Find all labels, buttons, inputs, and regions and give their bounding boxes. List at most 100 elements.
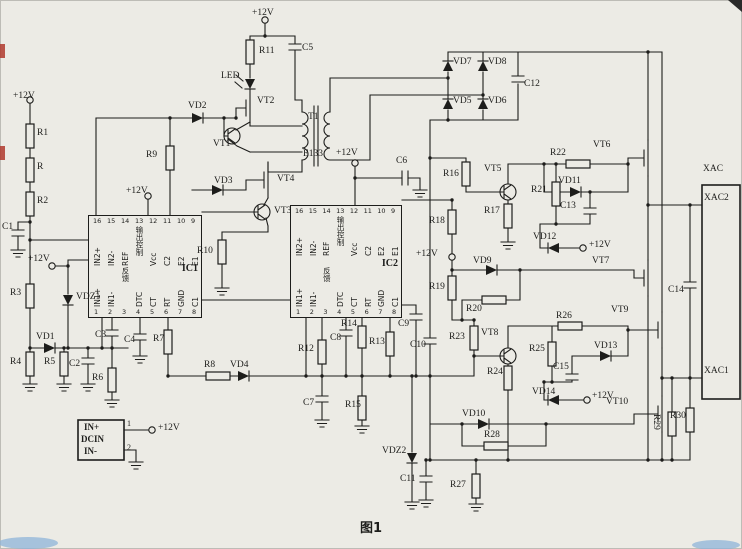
- R4-resistor: [25, 351, 35, 377]
- pin-label: IN2+: [295, 237, 304, 256]
- ground-symbol: [80, 383, 96, 392]
- label-r1: R1: [37, 128, 49, 138]
- pin-label: E1: [391, 246, 400, 256]
- R22-resistor: [565, 159, 591, 169]
- label-in-minus: IN-: [84, 446, 97, 456]
- label-c14: C14: [668, 285, 684, 295]
- VT3-transistor: [253, 203, 271, 221]
- pin-number: 14: [322, 207, 331, 215]
- pin-number: 7: [178, 308, 183, 316]
- ic-name-label: IC1: [181, 263, 198, 275]
- T1-transformer: [301, 105, 331, 167]
- label-led: LED: [221, 71, 240, 81]
- R11-resistor: [245, 39, 255, 65]
- pin-number: 7: [378, 308, 383, 316]
- label-vd5: VD5: [453, 96, 472, 106]
- ic-name-label: IC2: [381, 258, 398, 270]
- VD6-diode: [477, 98, 489, 110]
- pin-number: 2: [108, 308, 113, 316]
- C15-capacitor: [565, 373, 579, 381]
- R8-resistor: [205, 371, 231, 381]
- pin-number: 16: [93, 217, 102, 225]
- R28-resistor: [483, 441, 509, 451]
- label-v12-left: +12V: [13, 91, 35, 101]
- label-r25: R25: [529, 344, 545, 354]
- R15-resistor: [357, 395, 367, 421]
- R29-resistor: [667, 411, 677, 437]
- C3-capacitor: [105, 329, 119, 337]
- C4-capacitor: [133, 333, 147, 341]
- pin-label: Vcc: [349, 242, 359, 256]
- pin-label: IN1-: [308, 291, 318, 307]
- pin-number: 15: [107, 217, 116, 225]
- label-r28: R28: [484, 430, 500, 440]
- VD7-diode: [442, 60, 454, 72]
- pin-number: 4: [136, 308, 141, 316]
- ground-symbol: [56, 383, 72, 392]
- label-c6: C6: [396, 156, 408, 166]
- label-r26: R26: [556, 311, 572, 321]
- label-r23: R23: [449, 332, 465, 342]
- label-r15: R15: [345, 400, 361, 410]
- ground-symbol: [128, 461, 144, 470]
- pin-number: 8: [392, 308, 397, 316]
- R20-resistor: [481, 295, 507, 305]
- pin-number: 2: [309, 308, 314, 316]
- label-v12-vdz1: +12V: [28, 254, 50, 264]
- dcin-module-box: [77, 419, 125, 461]
- pin-number: 10: [377, 207, 386, 215]
- label-r20: R20: [466, 304, 482, 314]
- label-vt4: VT4: [277, 174, 295, 184]
- red-annotation-mark: [0, 44, 5, 58]
- label-c7: C7: [303, 398, 315, 408]
- pin-number: 1: [296, 308, 301, 316]
- R6-resistor: [107, 367, 117, 393]
- ground-symbol: [354, 425, 370, 434]
- watermark: [0, 537, 58, 549]
- pin-label: 反馈: [322, 267, 332, 282]
- pin-label: CT: [349, 297, 359, 307]
- label-r14: R14: [341, 319, 357, 329]
- ground-symbol: [10, 249, 26, 258]
- ground-symbol: [418, 499, 434, 508]
- pin-label: C1: [391, 296, 400, 307]
- VD13-diode: [599, 350, 612, 362]
- pin-label: 反馈: [121, 267, 130, 282]
- VT9-transistor: [647, 311, 663, 349]
- label-c8: C8: [330, 333, 342, 343]
- C5-capacitor: [288, 43, 302, 51]
- pin-label: IN1+: [295, 288, 304, 307]
- label-vd10: VD10: [462, 409, 486, 419]
- pin-label: IN2-: [107, 250, 116, 266]
- pin-label: REF: [322, 241, 332, 256]
- label-r-aux: R: [37, 162, 44, 172]
- pin-label: RT: [363, 297, 373, 307]
- label-r12: R12: [298, 344, 314, 354]
- R18-resistor: [447, 209, 457, 235]
- red-annotation-mark: [0, 146, 5, 160]
- R1-resistor: [25, 123, 35, 149]
- pin-number: 13: [336, 207, 345, 215]
- led-light-arrows: [234, 74, 244, 89]
- LED-diode: [244, 78, 256, 90]
- R9-resistor: [165, 145, 175, 171]
- ground-symbol: [412, 189, 428, 198]
- label-c13: C13: [560, 201, 576, 211]
- ground-symbol: [314, 419, 330, 428]
- label-v12-r19: +12V: [416, 249, 438, 259]
- VD5-diode: [442, 98, 454, 110]
- label-xac2: XAC2: [704, 193, 729, 203]
- figure-caption: 图1: [359, 521, 383, 536]
- supply-terminal: [583, 396, 591, 404]
- label-vdz1: VDZ1: [76, 292, 101, 302]
- label-c4: C4: [124, 335, 136, 345]
- pin-number: 3: [323, 308, 328, 316]
- R24-resistor: [503, 365, 513, 391]
- R27-resistor: [471, 473, 481, 499]
- VT6-transistor: [633, 139, 649, 177]
- VD4-diode: [237, 370, 250, 382]
- pin-number: 10: [177, 217, 186, 225]
- label-vt6: VT6: [593, 140, 611, 150]
- label-vd12: VD12: [533, 232, 557, 242]
- pin-label: Vcc: [149, 252, 158, 266]
